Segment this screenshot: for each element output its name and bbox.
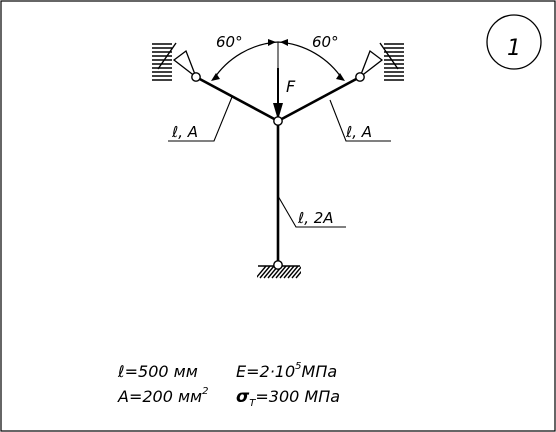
support-top-right [355, 42, 404, 82]
given-yield: σT=300 МПа [236, 387, 340, 409]
angle-label-right: 60° [312, 33, 339, 51]
problem-number-circle [486, 14, 542, 70]
angle-arrowhead [280, 39, 288, 46]
angle-label-left: 60° [216, 33, 243, 51]
force-label: F [286, 77, 296, 96]
member-label-left: ℓ, A [171, 123, 198, 141]
leader-left [168, 96, 233, 142]
angle-arrowhead [336, 73, 345, 81]
angle-arrowhead [211, 73, 220, 81]
member-label-vertical: ℓ, 2A [297, 209, 334, 227]
central-joint [273, 116, 283, 126]
support-top-left [152, 42, 201, 82]
member-label-right: ℓ, A [345, 123, 372, 141]
member-right [277, 75, 361, 123]
given-length: ℓ=500 мм [117, 362, 198, 381]
force-arrowhead [273, 103, 283, 120]
leader-vertical [277, 195, 346, 228]
given-modulus: E=2·105МПа [236, 361, 337, 381]
member-left [195, 75, 279, 123]
given-area: A=200 мм2 [117, 386, 209, 406]
angle-arrowhead [268, 39, 276, 46]
problem-number: 1 [507, 36, 521, 61]
support-bottom [257, 260, 301, 279]
leader-right [329, 99, 391, 142]
